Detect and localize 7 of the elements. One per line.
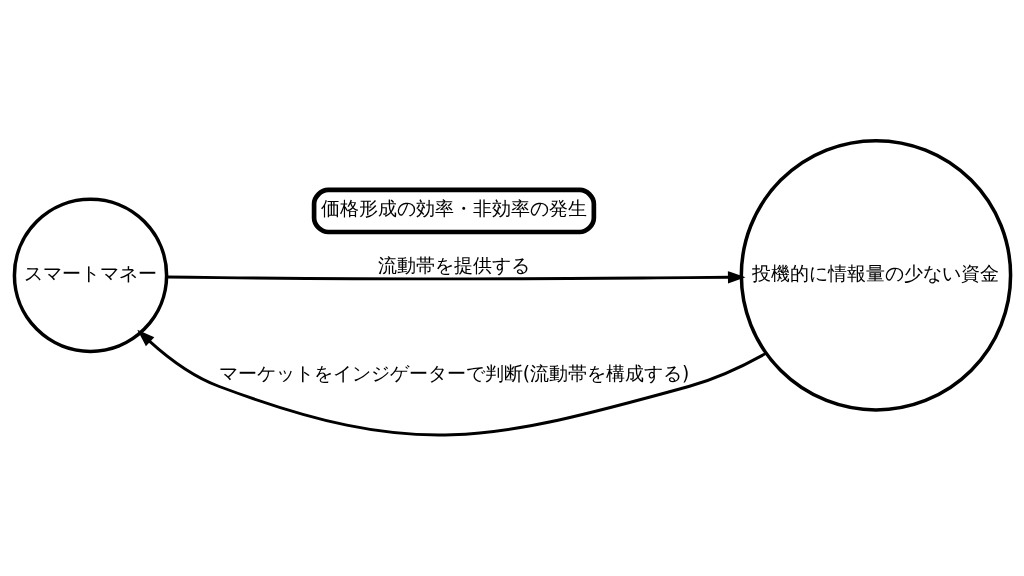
edge-label: 流動帯を提供する <box>377 254 530 276</box>
node-circle: スマートマネー <box>12 197 168 354</box>
arrow <box>166 271 746 284</box>
arrow <box>136 329 767 437</box>
node-box: 価格形成の効率・非効率の発生 <box>311 187 596 235</box>
node-circle: 投機的に情報量の少ない資金 <box>739 138 1012 412</box>
edge-label: マーケットをインジゲーターで判断(流動帯を構成する) <box>218 363 689 385</box>
